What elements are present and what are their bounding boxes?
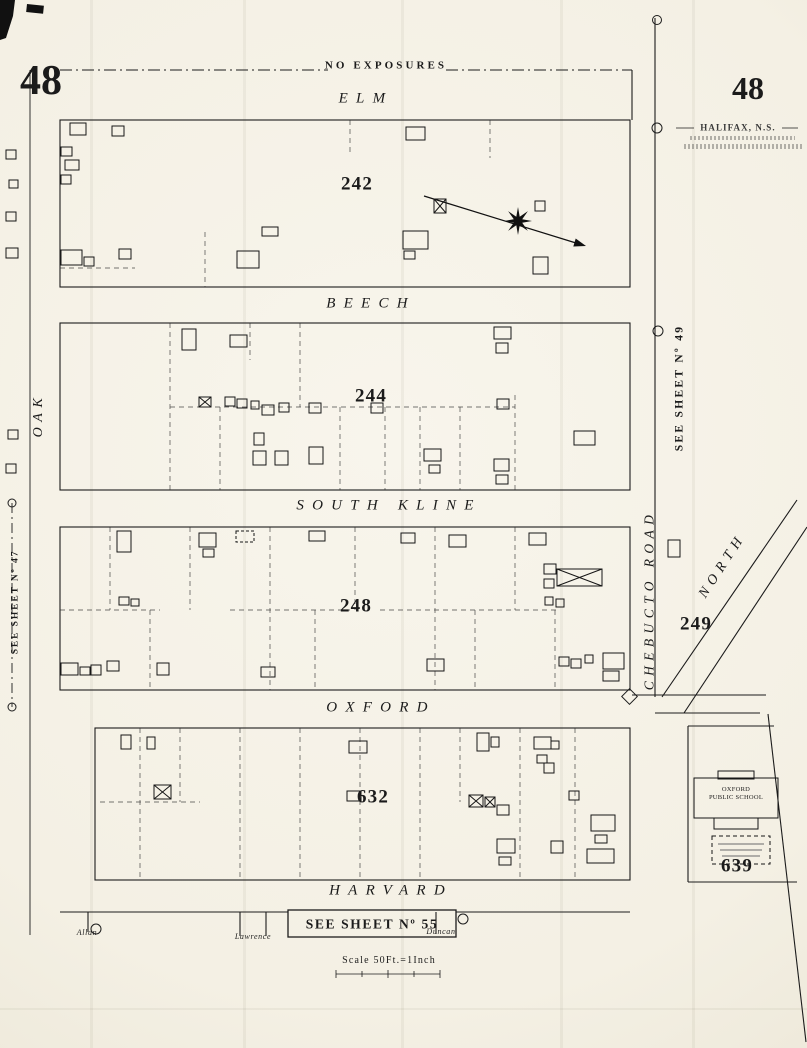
scan-fold-line [692, 0, 695, 1048]
scale-label: Scale 50Ft.=1Inch [342, 955, 436, 966]
buildings-block-244 [181, 326, 596, 485]
buildings-left-margin [5, 149, 19, 474]
street-label-beech: BEECH [326, 295, 416, 312]
stamp-illegible-line [684, 144, 802, 149]
school-building [693, 770, 779, 865]
school-label-line2: PUBLIC SCHOOL [708, 793, 764, 801]
scan-fold-line [90, 0, 93, 1048]
street-label-oak: OAK [31, 392, 46, 438]
street-lines [11, 18, 807, 1043]
scan-fold-line [0, 1008, 807, 1010]
school-label-line1: OXFORD [721, 785, 751, 793]
block-number-249: 249 [680, 613, 712, 635]
sheet-ref-right: SEE SHEET Nº 49 [673, 324, 686, 452]
scan-fold-line [401, 0, 404, 1048]
street-label-harvard: HARVARD [329, 882, 453, 899]
north-arrow [423, 195, 586, 247]
building-block-249 [667, 539, 681, 558]
block-number-244: 244 [355, 385, 387, 407]
block-number-242: 242 [341, 173, 373, 195]
street-label-south-kline: SOUTH KLINE [296, 497, 482, 514]
stamp-illegible-line [690, 136, 795, 140]
sheet-number-top-right: 48 [732, 70, 764, 106]
block-number-639: 639 [721, 855, 753, 877]
scan-fold-line [560, 0, 563, 1048]
street-label-duncan: Duncan [426, 927, 456, 936]
utility-markers [7, 15, 664, 935]
sheet-ref-bottom: SEE SHEET Nº 55 [305, 916, 439, 932]
street-label-lawrence: Lawrence [234, 932, 272, 941]
buildings-block-632 [120, 732, 616, 866]
no-exposures-label: NO EXPOSURES [324, 59, 448, 72]
sheet-number-top-left: 48 [20, 58, 62, 104]
compass-star [504, 207, 532, 235]
buildings-block-248 [60, 530, 625, 682]
street-label-elm: ELM [338, 90, 394, 107]
lot-lines [60, 120, 576, 880]
block-number-248: 248 [340, 595, 372, 617]
scan-fold-line [243, 0, 246, 1048]
street-label-oxford: OXFORD [326, 699, 436, 716]
block-number-632: 632 [357, 786, 389, 808]
street-label-chebucto-road: CHEBUCTO ROAD [641, 509, 657, 691]
scan-edge-marks [0, 0, 44, 40]
buildings-block-242 [60, 122, 549, 275]
street-label-allan: Allan [76, 928, 98, 937]
halifax-stamp: HALIFAX, N.S. [700, 122, 776, 133]
sheet-ref-left: SEE SHEET Nº 47 [10, 549, 21, 655]
